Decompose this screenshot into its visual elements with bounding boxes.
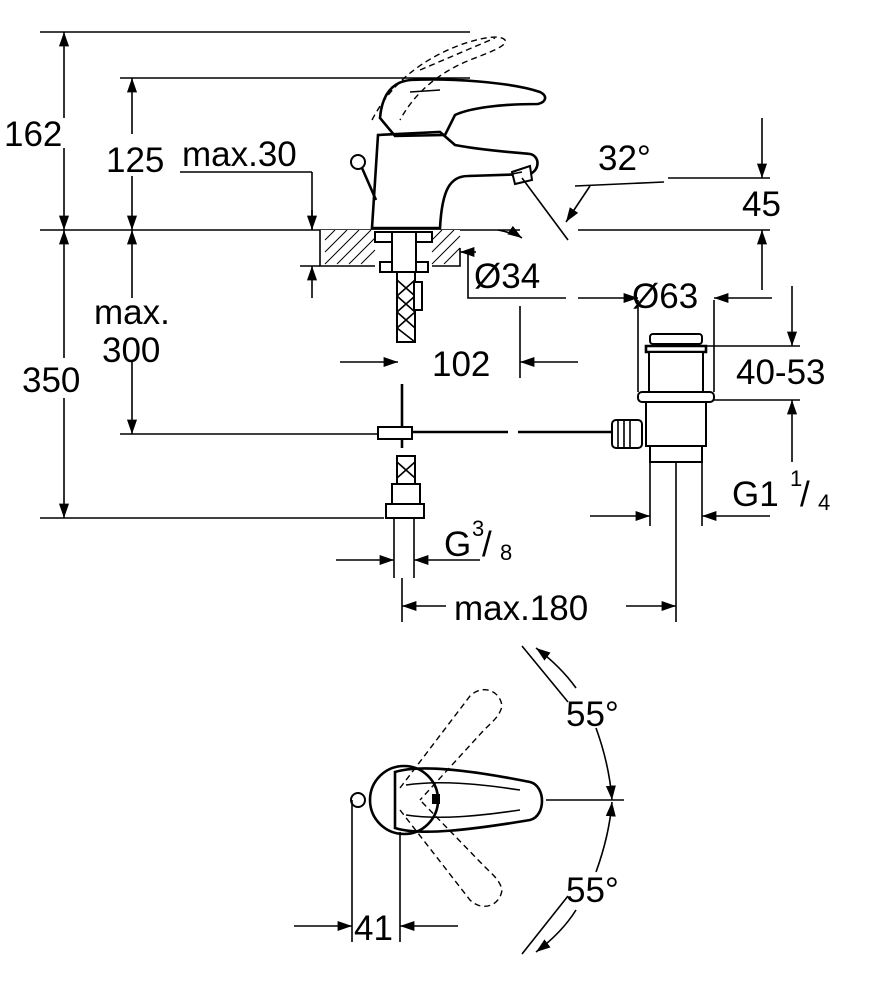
dim-55-degree-bottom: 55° [566, 871, 619, 910]
dim-g38-slash: / [482, 525, 492, 564]
dim-g38-main: G [444, 525, 471, 564]
dim-40-53: 40-53 [736, 353, 826, 392]
dim-max-label: max. [94, 293, 170, 332]
dim-32-degree: 32° [598, 139, 651, 178]
dim-41: 41 [354, 909, 393, 948]
faucet-side-view [40, 36, 770, 343]
dim-max180: max.180 [454, 589, 588, 628]
dim-g38-numerator: 3 [472, 516, 484, 541]
dim-45: 45 [742, 185, 781, 224]
dim-g114-denominator: 4 [818, 490, 830, 515]
dim-102: 102 [432, 345, 490, 384]
dim-diameter-63: Ø63 [632, 277, 698, 316]
dimension-labels: 162 125 max.30 32° 45 Ø34 Ø63 max. 300 3… [4, 115, 830, 948]
dim-125: 125 [106, 141, 164, 180]
dim-diameter-34: Ø34 [474, 257, 540, 296]
dim-162: 162 [4, 115, 62, 154]
dim-350: 350 [22, 361, 80, 400]
dim-max30: max.30 [182, 135, 297, 174]
dim-g114-main: G1 [732, 475, 779, 514]
dimension-lines [40, 31, 800, 622]
dim-g-1-1-4: G1 1 / 4 [732, 466, 830, 515]
faucet-top-view [294, 645, 624, 955]
dim-55-degree-top: 55° [566, 695, 619, 734]
dim-g114-numerator: 1 [790, 466, 802, 491]
dim-max300: 300 [102, 331, 160, 370]
pop-up-waste [377, 333, 715, 519]
dim-g-3-8: G 3 / 8 [444, 516, 512, 565]
dim-g114-slash: / [800, 475, 810, 514]
dim-g38-denominator: 8 [500, 540, 512, 565]
